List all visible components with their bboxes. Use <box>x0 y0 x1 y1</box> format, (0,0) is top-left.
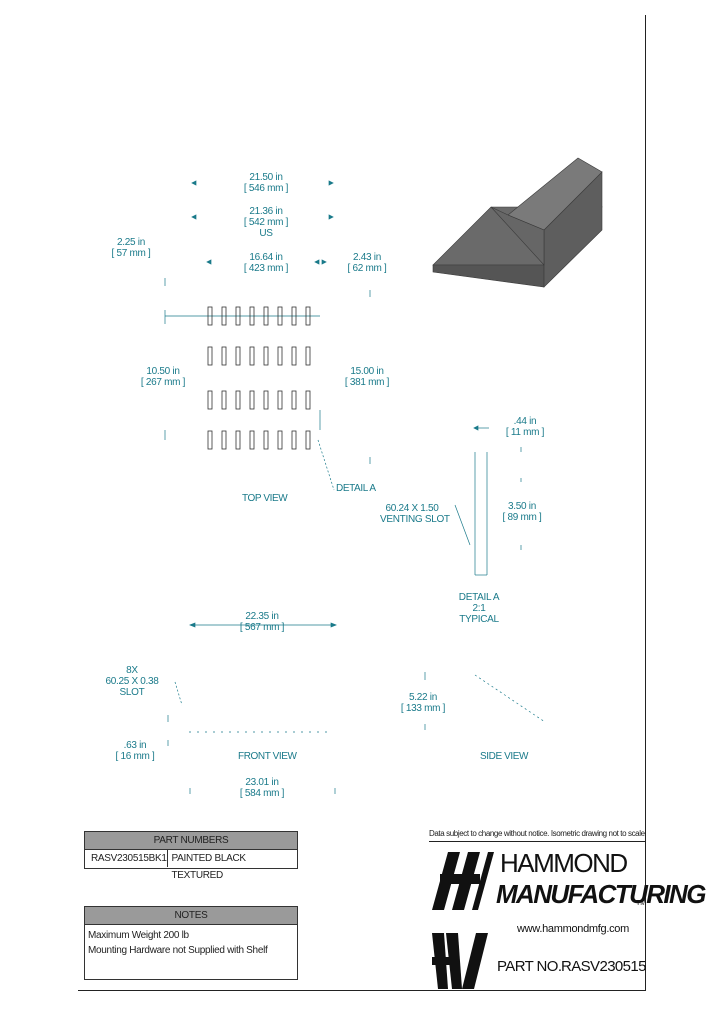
venting-slot <box>305 306 311 326</box>
venting-slot <box>263 346 269 366</box>
venting-slot <box>235 306 241 326</box>
venting-slot <box>235 430 241 450</box>
dim-depth-left: 10.50 in[ 267 mm ] <box>140 366 186 388</box>
venting-slot <box>207 346 213 366</box>
dim-slot-span: 16.64 in[ 423 mm ] <box>243 252 289 274</box>
website: www.hammondmfg.com <box>517 923 629 935</box>
venting-slot <box>277 346 283 366</box>
note-line: Maximum Weight 200 lb <box>88 930 189 941</box>
title-divider <box>429 841 645 842</box>
venting-slot <box>207 306 213 326</box>
venting-slot <box>235 346 241 366</box>
venting-slot <box>207 430 213 450</box>
trademark: TM <box>636 900 647 907</box>
company-name-line1: HAMMOND <box>500 848 628 878</box>
venting-slot <box>221 306 227 326</box>
notes-title: NOTES <box>85 907 297 925</box>
venting-slot <box>291 306 297 326</box>
note-line: Mounting Hardware not Supplied with Shel… <box>88 945 268 956</box>
venting-slot <box>291 430 297 450</box>
part-numbers-table: PART NUMBERS RASV230515BK1 PAINTED BLACK… <box>84 831 298 881</box>
part-no-label: PART NO. <box>497 958 562 975</box>
venting-slot <box>305 430 311 450</box>
notes-table: NOTES Maximum Weight 200 lb Mounting Har… <box>84 906 298 980</box>
front-height: .63 in[ 16 mm ] <box>115 740 155 762</box>
venting-slot <box>291 390 297 410</box>
detail-a-width: .44 in[ 11 mm ] <box>505 416 545 438</box>
front-view-label: FRONT VIEW <box>238 751 297 762</box>
dim-right-offset: 2.43 in[ 62 mm ] <box>347 252 387 274</box>
detail-a-length: 3.50 in[ 89 mm ] <box>502 501 542 523</box>
venting-slot <box>291 346 297 366</box>
company-name-line2: MANUFACTURING <box>496 879 706 909</box>
part-code: RASV230515BK1 <box>85 850 169 867</box>
dim-inner-width: 21.36 in[ 542 mm ] US <box>243 206 289 239</box>
venting-slot <box>277 306 283 326</box>
frame-bottom-line <box>78 990 646 991</box>
isometric-shelf <box>432 157 603 288</box>
venting-slot <box>221 346 227 366</box>
top-view-label: TOP VIEW <box>242 493 288 504</box>
venting-slot <box>249 306 255 326</box>
dim-overall-width: 21.50 in[ 546 mm ] <box>243 172 289 194</box>
side-height: 5.22 in[ 133 mm ] <box>400 692 446 714</box>
venting-slot <box>263 306 269 326</box>
detail-a-callout: DETAIL A <box>336 483 376 494</box>
venting-slot <box>277 430 283 450</box>
frame-right-line <box>645 15 646 990</box>
venting-slot <box>235 390 241 410</box>
venting-slot <box>305 346 311 366</box>
front-overall: 23.01 in[ 584 mm ] <box>239 777 285 799</box>
part-numbers-title: PART NUMBERS <box>85 832 297 850</box>
venting-slot <box>207 390 213 410</box>
front-width: 22.35 in[ 567 mm ] <box>239 611 285 633</box>
disclaimer-text: Data subject to change without notice. I… <box>429 829 645 838</box>
hammond-w-logo-icon <box>432 933 488 989</box>
hammond-logo-icon <box>432 852 494 910</box>
venting-slot <box>249 346 255 366</box>
dim-depth-right: 15.00 in[ 381 mm ] <box>344 366 390 388</box>
top-view-slots <box>207 306 311 450</box>
venting-slot <box>263 390 269 410</box>
dim-left-offset: 2.25 in[ 57 mm ] <box>111 237 151 259</box>
venting-slot <box>263 430 269 450</box>
venting-slot <box>249 430 255 450</box>
part-description: PAINTED BLACK TEXTURED <box>171 853 246 881</box>
venting-slot <box>221 430 227 450</box>
side-view-label: SIDE VIEW <box>480 751 529 762</box>
venting-slot <box>221 390 227 410</box>
venting-slot <box>249 390 255 410</box>
venting-slot <box>277 390 283 410</box>
part-no-value: RASV230515 <box>561 958 647 975</box>
venting-slot <box>305 390 311 410</box>
